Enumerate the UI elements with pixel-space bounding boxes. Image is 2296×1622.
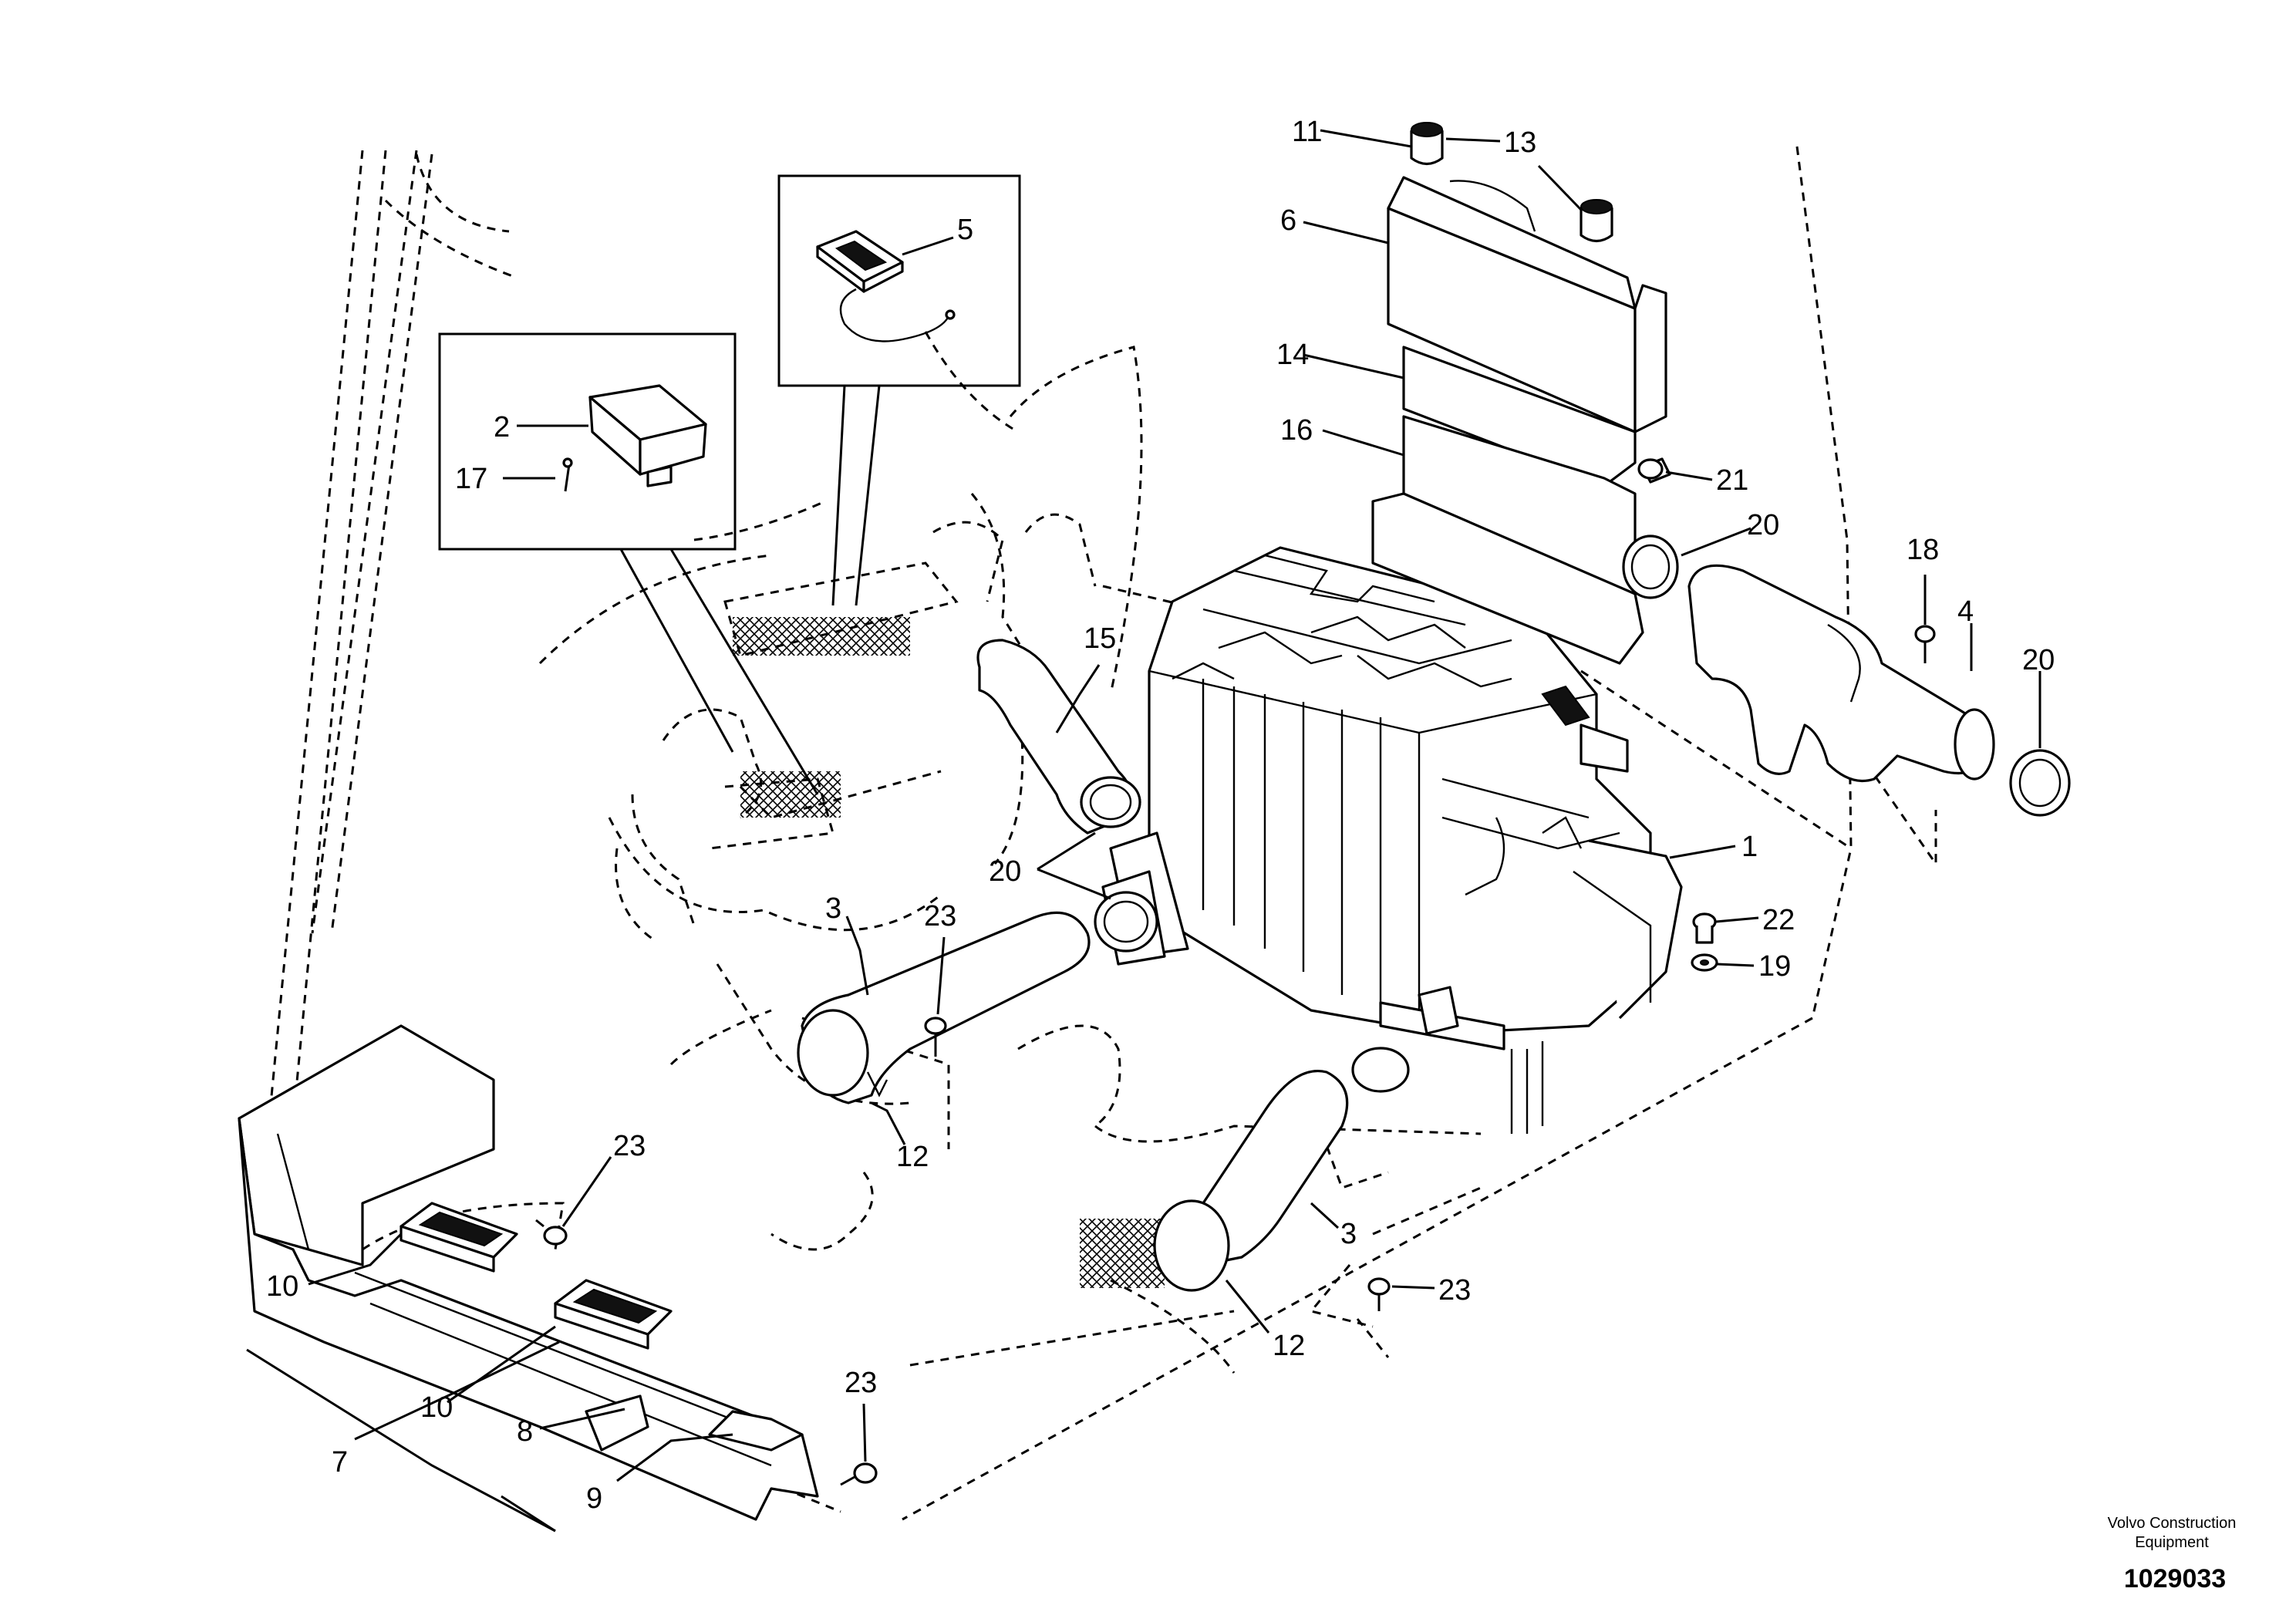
bolt-23-bottom: [1367, 1277, 1391, 1311]
callout-17: 17: [455, 463, 487, 495]
callout-20-right: 20: [2022, 644, 2055, 676]
clamp-20-left: [1094, 891, 1158, 953]
duct-4: [1687, 564, 1995, 783]
console-grille-hatch: [733, 617, 910, 656]
gasket-14: [1402, 346, 1637, 487]
callout-12-right: 12: [1273, 1330, 1305, 1362]
callout-20-top: 20: [1747, 509, 1779, 541]
footer: Volvo Construction Equipment 1029033: [2108, 1515, 2237, 1593]
company-name-line2: Equipment: [2135, 1534, 2209, 1551]
bolt-23-left: [535, 1219, 568, 1246]
drawing-number: 1029033: [2124, 1564, 2226, 1593]
callout-22: 22: [1762, 904, 1795, 936]
cab-outline: [253, 146, 1937, 1521]
callout-23-bottom: 23: [1438, 1274, 1471, 1307]
callout-20-left: 20: [989, 855, 1021, 888]
callout-18: 18: [1907, 534, 1939, 566]
knob-13: [1580, 199, 1613, 243]
bolt-23-bottomleft: [840, 1462, 878, 1486]
callout-19: 19: [1758, 950, 1791, 983]
duct-3-right: [1153, 1047, 1410, 1292]
company-name-line1: Volvo Construction: [2108, 1515, 2237, 1532]
floor-vent-hatch: [1080, 1219, 1165, 1288]
callout-10-left: 10: [266, 1270, 298, 1303]
callout-4: 4: [1957, 595, 1974, 628]
floor-duct-assembly: [238, 1024, 819, 1521]
bolt-22: [1692, 912, 1717, 944]
detail-box-switch: [438, 332, 819, 795]
callout-21: 21: [1716, 464, 1748, 497]
callout-3-bottom: 3: [1340, 1218, 1357, 1250]
callout-6: 6: [1280, 204, 1296, 237]
bolt-23-center: [924, 1017, 947, 1057]
callout-3-top: 3: [825, 892, 841, 925]
detail-box-sensor: [777, 174, 1021, 606]
callout-16: 16: [1280, 414, 1313, 447]
callout-12-left: 12: [896, 1141, 929, 1173]
callout-10-right: 10: [420, 1391, 453, 1424]
washer-19: [1691, 953, 1718, 972]
filter-cover: [1387, 176, 1667, 433]
callout-15: 15: [1084, 622, 1116, 655]
vent-10-left: [400, 1202, 518, 1273]
leader-lines: [246, 129, 2041, 1533]
callout-1: 1: [1741, 831, 1758, 863]
callout-8: 8: [517, 1415, 533, 1448]
mount-frame: [1371, 492, 1644, 665]
callout-9: 9: [586, 1482, 602, 1515]
callout-23-left: 23: [613, 1130, 646, 1162]
vent-10-right: [554, 1279, 673, 1350]
callout-23-center: 23: [924, 900, 956, 932]
callout-11: 11: [1292, 116, 1322, 148]
bolt-18: [1914, 625, 1936, 663]
callout-14: 14: [1276, 339, 1309, 371]
bolt-21: [1637, 457, 1671, 484]
knob-11: [1410, 122, 1444, 166]
clamp-20-top: [1622, 534, 1679, 599]
duct-3-left: [797, 911, 1091, 1104]
callout-13: 13: [1504, 126, 1536, 159]
callout-7: 7: [332, 1446, 348, 1479]
callout-23-bottomleft: 23: [845, 1367, 877, 1399]
callout-5: 5: [957, 214, 973, 246]
clamp-20-right: [2009, 749, 2071, 817]
hvac-unit: [1101, 546, 1683, 1134]
clamp-20-duct15: [1080, 776, 1141, 828]
callout-labels: 1 2 3 3 4 5 6 7 8 9 10 10 11 12 12 13 14…: [266, 116, 2055, 1515]
callout-2: 2: [494, 411, 510, 443]
floor-grille-hatch: [740, 771, 841, 818]
